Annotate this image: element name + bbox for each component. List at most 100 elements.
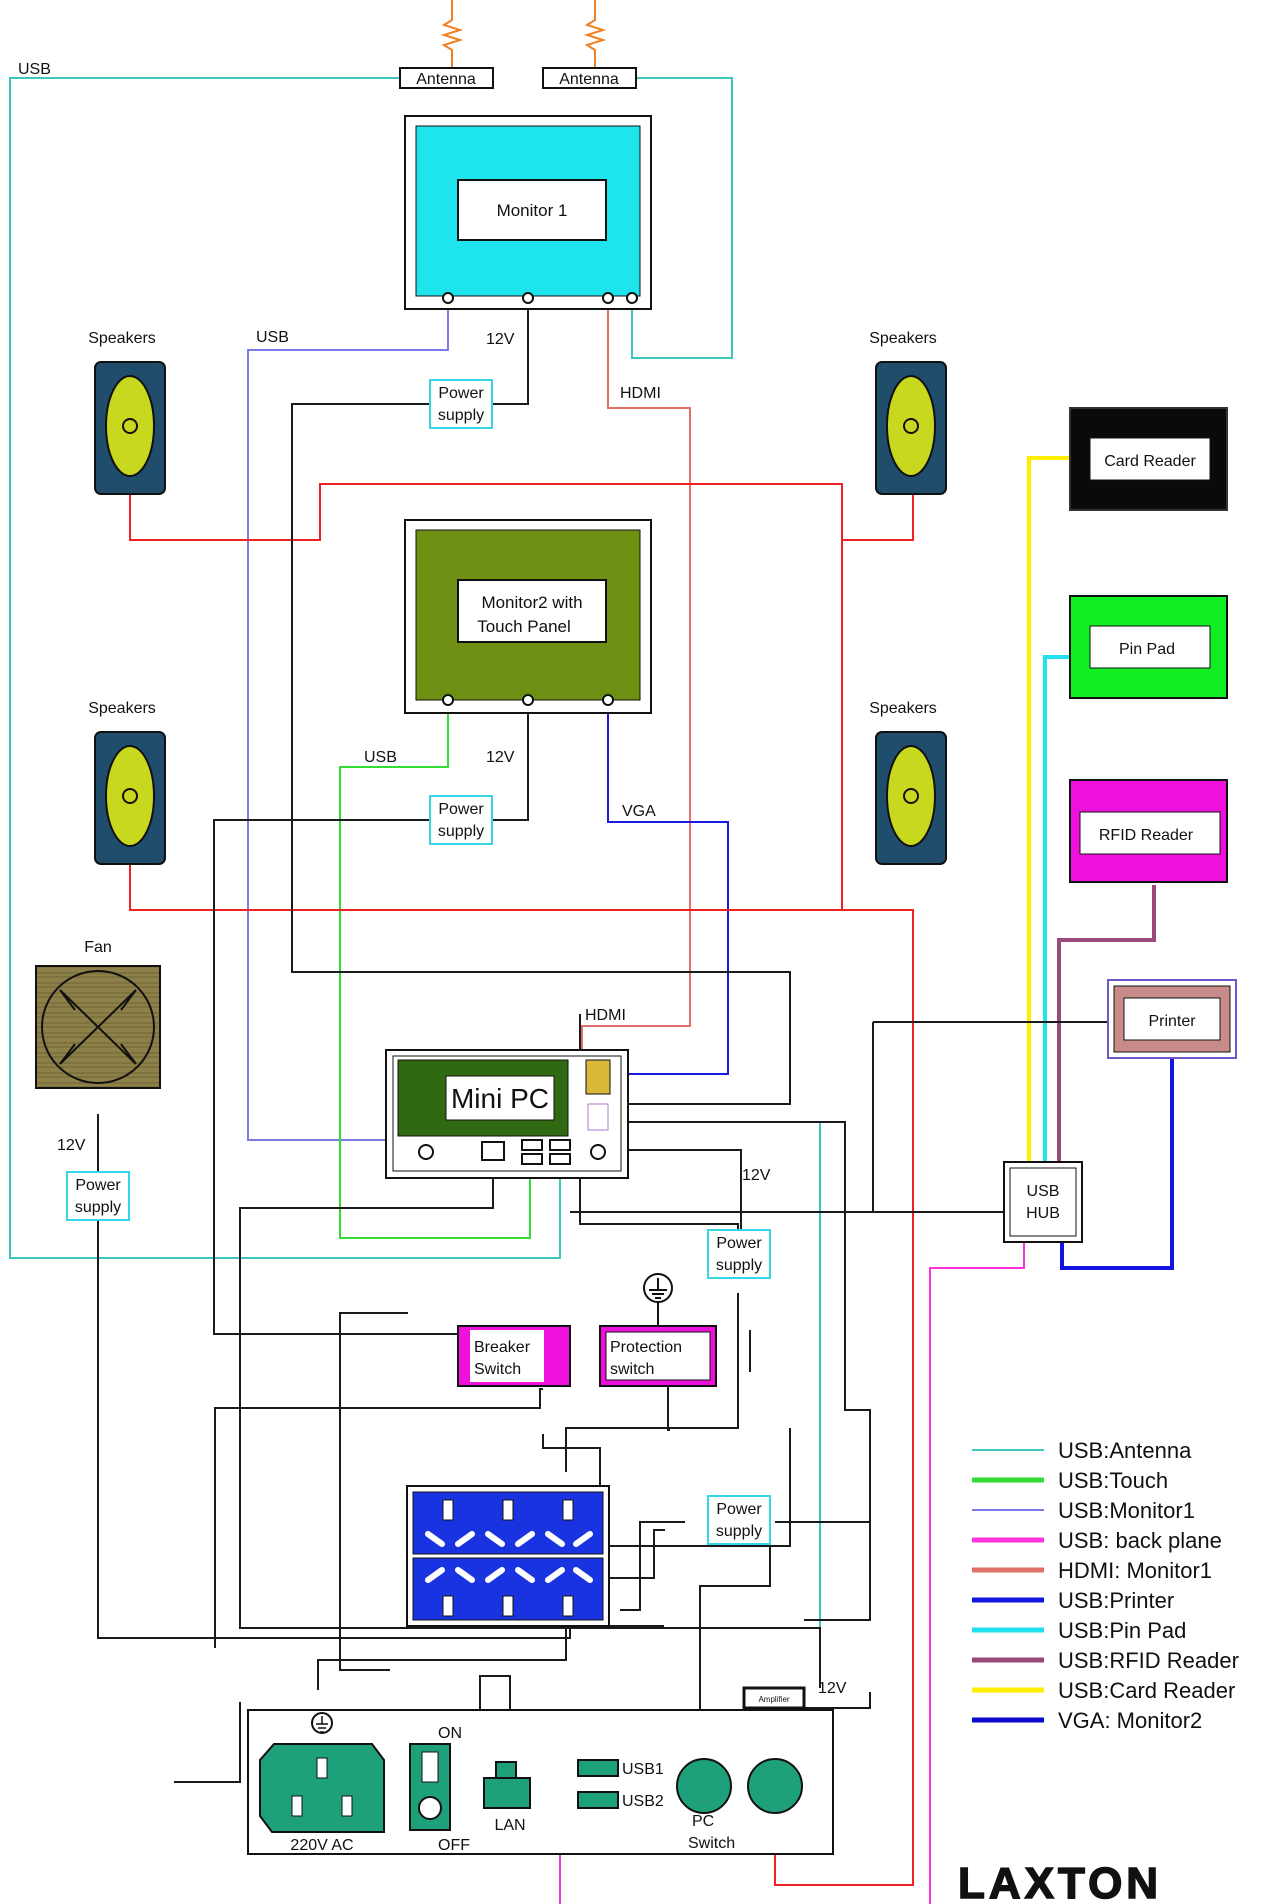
monitor-1: Monitor 1 (404, 115, 652, 310)
volume-knob[interactable] (747, 1758, 803, 1814)
wire-usb-monitor1 (247, 300, 530, 1141)
fan: Fan (35, 939, 161, 1089)
wire-usb-card-reader (1027, 456, 1072, 1168)
speaker-top-right: Speakers (869, 330, 947, 495)
speaker-bottom-left: Speakers (88, 700, 166, 865)
monitor-1-port (442, 292, 454, 304)
printer-label: Printer (1148, 1013, 1196, 1030)
legend-label: VGA: Monitor2 (1058, 1708, 1202, 1733)
wire-usb-printer (1060, 1056, 1174, 1270)
wire-vga-monitor2 (604, 702, 729, 1075)
svg-text:Power: Power (716, 1235, 762, 1252)
rfid-reader-label: RFID Reader (1099, 827, 1194, 844)
antenna-label: Antenna (416, 71, 476, 88)
speaker-top-left: Speakers (88, 330, 166, 495)
ac-inlet: 220V AC (259, 1712, 385, 1854)
power-supply-amplifier: Power supply (707, 1495, 771, 1545)
on-label: ON (438, 1725, 462, 1742)
usb-port-1: USB1 (577, 1759, 664, 1778)
legend-label: USB:Printer (1058, 1588, 1174, 1613)
laxton-logo: LAXTON (952, 1858, 1220, 1904)
usb-port-icon (521, 1153, 543, 1165)
power-supply-monitor-2: Power supply (429, 795, 493, 845)
rfid-reader: RFID Reader (1069, 779, 1228, 883)
wire-usb-pin-pad (1043, 655, 1072, 1168)
antenna-left: Antenna (399, 0, 494, 89)
vga-port-icon (585, 1059, 611, 1095)
pin-pad: Pin Pad (1069, 595, 1228, 699)
lan-label: LAN (494, 1817, 525, 1834)
svg-text:supply: supply (438, 407, 484, 424)
svg-text:Power: Power (438, 385, 484, 402)
svg-text:Breaker: Breaker (474, 1339, 531, 1356)
antenna-right: Antenna (542, 0, 637, 89)
legend-label: USB:Antenna (1058, 1438, 1192, 1463)
vga-label: VGA (622, 803, 656, 820)
usb-port-icon (549, 1153, 571, 1165)
legend-label: USB:Pin Pad (1058, 1618, 1186, 1643)
card-reader: Card Reader (1069, 407, 1228, 511)
usb-label: USB (18, 61, 51, 78)
protection-switch: Protection switch (599, 1325, 717, 1387)
antenna-label: Antenna (559, 71, 619, 88)
off-label: OFF (438, 1837, 470, 1854)
amplifier-voltage-label: 12V (818, 1680, 847, 1697)
usb-label: USB (256, 329, 289, 346)
usb-hub-label-line1: USB (1027, 1183, 1060, 1200)
wire-usb-touch (339, 702, 531, 1239)
speaker-label: Speakers (869, 330, 937, 347)
ac-label: 220V AC (290, 1837, 353, 1854)
hdmi-label: HDMI (620, 385, 661, 402)
svg-text:supply: supply (716, 1257, 762, 1274)
lan-port: LAN (483, 1761, 531, 1834)
monitor-1-port (602, 292, 614, 304)
power-rocker-switch[interactable]: ON OFF (409, 1725, 470, 1854)
amplifier-label: Amplifier (758, 1695, 789, 1704)
card-reader-label: Card Reader (1104, 453, 1196, 470)
voltage-label: 12V (486, 331, 515, 348)
voltage-label: 12V (486, 749, 515, 766)
power-jack-icon (418, 1144, 434, 1160)
usb-label: USB (364, 749, 397, 766)
svg-text:supply: supply (438, 823, 484, 840)
monitor-2-label-line1: Monitor2 with (481, 593, 582, 612)
usb-hub: USB HUB (1003, 1161, 1083, 1243)
wire-hdmi-monitor1 (581, 300, 691, 1062)
fan-label: Fan (84, 939, 112, 956)
wire-power (97, 300, 1110, 1787)
breaker-switch: Breaker Switch (457, 1325, 571, 1387)
usb-port-icon (549, 1139, 571, 1151)
svg-text:switch: switch (610, 1361, 654, 1378)
svg-text:LAXTON: LAXTON (958, 1859, 1162, 1904)
bottom-panel: 220V AC ON OFF LAN USB1 USB2 PC (247, 1680, 847, 1855)
hdmi-label: HDMI (585, 1007, 626, 1024)
monitor-2: Monitor2 with Touch Panel (404, 519, 652, 714)
monitor-1-label: Monitor 1 (497, 201, 568, 220)
pc-switch-button[interactable]: PC Switch (676, 1758, 735, 1852)
speaker-label: Speakers (88, 700, 156, 717)
pc-switch-label-line1: PC (692, 1813, 714, 1830)
monitor-1-port (626, 292, 638, 304)
legend-label: USB:Touch (1058, 1468, 1168, 1493)
monitor-2-port (602, 694, 614, 706)
speaker-label: Speakers (88, 330, 156, 347)
svg-text:Power: Power (75, 1177, 121, 1194)
monitor-2-port (442, 694, 454, 706)
legend-label: USB:Card Reader (1058, 1678, 1235, 1703)
monitor-2-port (522, 694, 534, 706)
monitor-2-label-line2: Touch Panel (477, 617, 571, 636)
ground-icon (643, 1273, 673, 1326)
wire-speakers (129, 483, 914, 1886)
usb2-label: USB2 (622, 1793, 664, 1810)
svg-text:Power: Power (716, 1501, 762, 1518)
speaker-bottom-right: Speakers (869, 700, 947, 865)
power-supply-pc: Power supply (707, 1229, 771, 1279)
wire-labels: USB USB 12V HDMI USB 12V VGA HDMI 12V 12… (18, 61, 771, 1184)
pin-pad-label: Pin Pad (1119, 641, 1175, 658)
legend-label: HDMI: Monitor1 (1058, 1558, 1212, 1583)
legend-label: USB:Monitor1 (1058, 1498, 1195, 1523)
speaker-label: Speakers (869, 700, 937, 717)
monitor-1-port (522, 292, 534, 304)
